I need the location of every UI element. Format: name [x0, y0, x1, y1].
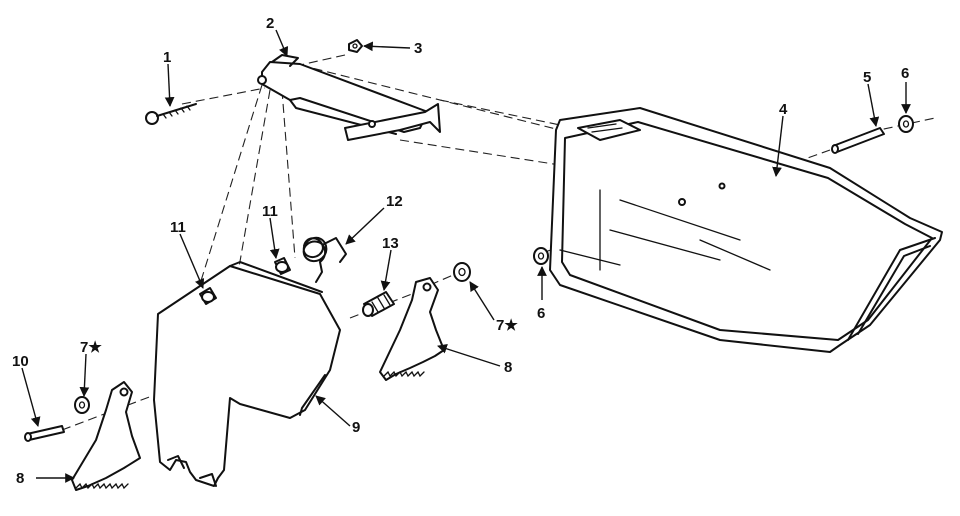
callout-12: 12: [386, 193, 403, 210]
part-bushing-11-right: [274, 257, 291, 275]
callout-8-right: 8: [504, 359, 512, 376]
callout-7-right: 7★: [496, 317, 518, 334]
part-washer-6-left: [533, 247, 549, 265]
callout-8-left: 8: [16, 470, 24, 487]
part-screw: [145, 103, 197, 125]
callout-labels: 1 2 3 4 5 6 6 7★ 7★ 8 8 9 10 11 11 12 13: [12, 15, 909, 487]
part-nut: [348, 39, 363, 53]
part-washer-6-right: [898, 115, 914, 133]
part-pin-10: [24, 425, 65, 442]
part-star-washer-7-left: [74, 396, 90, 414]
part-pawl-8-left: [71, 381, 141, 491]
callout-7-left: 7★: [80, 339, 102, 356]
part-arm-bracket: [257, 54, 441, 141]
callout-6-top: 6: [901, 65, 909, 82]
callout-1: 1: [163, 49, 171, 66]
part-plunger-13: [362, 291, 395, 317]
callout-2: 2: [266, 15, 274, 32]
callout-4: 4: [779, 101, 788, 118]
callout-13: 13: [382, 235, 399, 252]
callout-11-right: 11: [262, 203, 278, 220]
part-spring-12: [302, 236, 347, 283]
part-bushing-11-left: [199, 287, 217, 305]
callout-10: 10: [12, 353, 29, 370]
callout-leaders: [21, 29, 911, 483]
part-pin-5: [831, 127, 885, 154]
part-blade-guard: [549, 107, 943, 353]
part-pawl-8-right: [379, 277, 445, 381]
part-star-washer-7-right: [453, 262, 471, 282]
callout-3: 3: [414, 40, 422, 57]
callout-9: 9: [352, 419, 360, 436]
callout-6-bottom: 6: [537, 305, 545, 322]
part-spreader-plate-9: [153, 261, 341, 487]
callout-11-left: 11: [170, 219, 186, 236]
callout-5: 5: [863, 69, 871, 86]
